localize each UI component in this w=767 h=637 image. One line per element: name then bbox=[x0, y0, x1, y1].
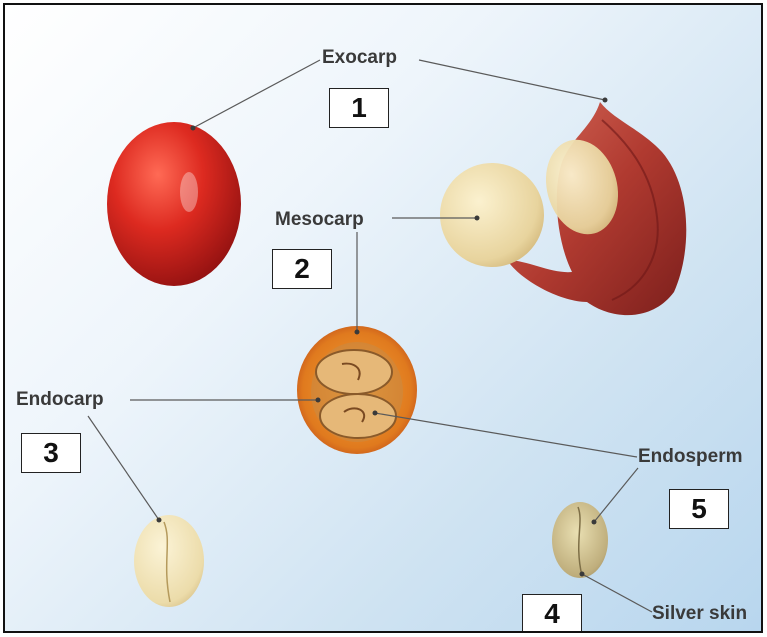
endosperm-label: Endosperm bbox=[638, 446, 743, 468]
number-box-2: 2 bbox=[272, 249, 332, 289]
number-box-4: 4 bbox=[522, 594, 582, 633]
exocarp-line-right bbox=[419, 60, 605, 100]
number-box-5: 5 bbox=[669, 489, 729, 529]
diagram-frame: Exocarp Mesocarp Endocarp Endosperm Silv… bbox=[3, 3, 763, 633]
exposed-bean bbox=[432, 155, 552, 275]
cross-section-top-bean bbox=[316, 350, 392, 394]
cherry-highlight bbox=[180, 172, 198, 212]
red-cherry bbox=[107, 122, 241, 286]
silver-skin-line bbox=[582, 574, 652, 612]
cross-section-bottom-bean bbox=[320, 394, 396, 438]
silver-skin-label: Silver skin bbox=[652, 603, 747, 625]
exocarp-label: Exocarp bbox=[322, 47, 397, 69]
number-box-1: 1 bbox=[329, 88, 389, 128]
endosperm-line-left bbox=[375, 413, 637, 457]
exocarp-line-left bbox=[193, 60, 320, 128]
mesocarp-label: Mesocarp bbox=[275, 209, 364, 231]
endosperm-line-down bbox=[594, 468, 638, 522]
number-box-3: 3 bbox=[21, 433, 81, 473]
endocarp-label: Endocarp bbox=[16, 389, 104, 411]
endocarp-line-down bbox=[88, 416, 159, 520]
